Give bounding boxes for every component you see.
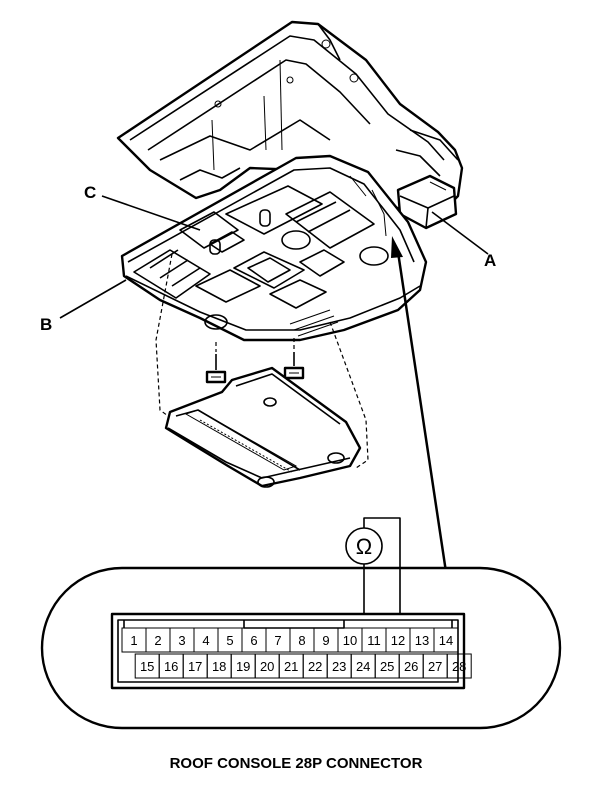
roof-bracket: [116, 20, 464, 216]
pin-label: 5: [226, 633, 233, 648]
pin-label: 6: [250, 633, 257, 648]
pin-label: 3: [178, 633, 185, 648]
pin-label: 14: [439, 633, 453, 648]
pin-label: 19: [236, 659, 250, 674]
pin-label: 1: [130, 633, 137, 648]
pin-label: 24: [356, 659, 370, 674]
pin-cell: [433, 627, 459, 653]
callout-a-label: A: [484, 251, 496, 270]
pin-label: 27: [428, 659, 442, 674]
pin-label: 9: [322, 633, 329, 648]
pin-label: 11: [367, 633, 381, 648]
pin-label: 22: [308, 659, 322, 674]
pin-label: 7: [274, 633, 281, 648]
pin-cell: [446, 653, 472, 679]
roof-console-body: [120, 154, 428, 342]
pin-label: 8: [298, 633, 305, 648]
pin-label: 13: [415, 633, 429, 648]
pin-label: 2: [154, 633, 161, 648]
connector-a: [396, 174, 458, 230]
callout-c-label: C: [84, 183, 96, 202]
callout-b-leader: [59, 279, 127, 319]
pin-label: 25: [380, 659, 394, 674]
ohmmeter: Ω: [345, 517, 401, 632]
pin-label: 12: [391, 633, 405, 648]
connector-caption: ROOF CONSOLE 28P CONNECTOR: [170, 755, 423, 772]
pin-label: 20: [260, 659, 274, 674]
pin-label: 18: [212, 659, 226, 674]
probe-lead-12: [363, 517, 401, 632]
callout-a-leader: [431, 211, 489, 255]
console-lens: [164, 366, 362, 488]
pin-label: 21: [284, 659, 298, 674]
pin-label: 15: [140, 659, 154, 674]
pins-bottom-row: 15 16 17 18 19 20 21 22 23 24 25 26 27 28: [134, 653, 472, 679]
pin-label: 16: [164, 659, 178, 674]
bolt-left: [205, 354, 227, 384]
pin-label: 10: [343, 633, 357, 648]
pin-label: 28: [452, 659, 466, 674]
callout-b-label: B: [40, 315, 52, 334]
location-pointer-arrow: [391, 236, 448, 573]
bolt-right: [283, 352, 305, 380]
pin-label: 26: [404, 659, 418, 674]
ohm-symbol: Ω: [356, 534, 372, 559]
assembly-guides: [155, 253, 369, 469]
callout-c-leader: [101, 195, 201, 231]
pin-label: 4: [202, 633, 209, 648]
pin-label: 17: [188, 659, 202, 674]
pin-label: 23: [332, 659, 346, 674]
connector-shell: [110, 612, 466, 690]
